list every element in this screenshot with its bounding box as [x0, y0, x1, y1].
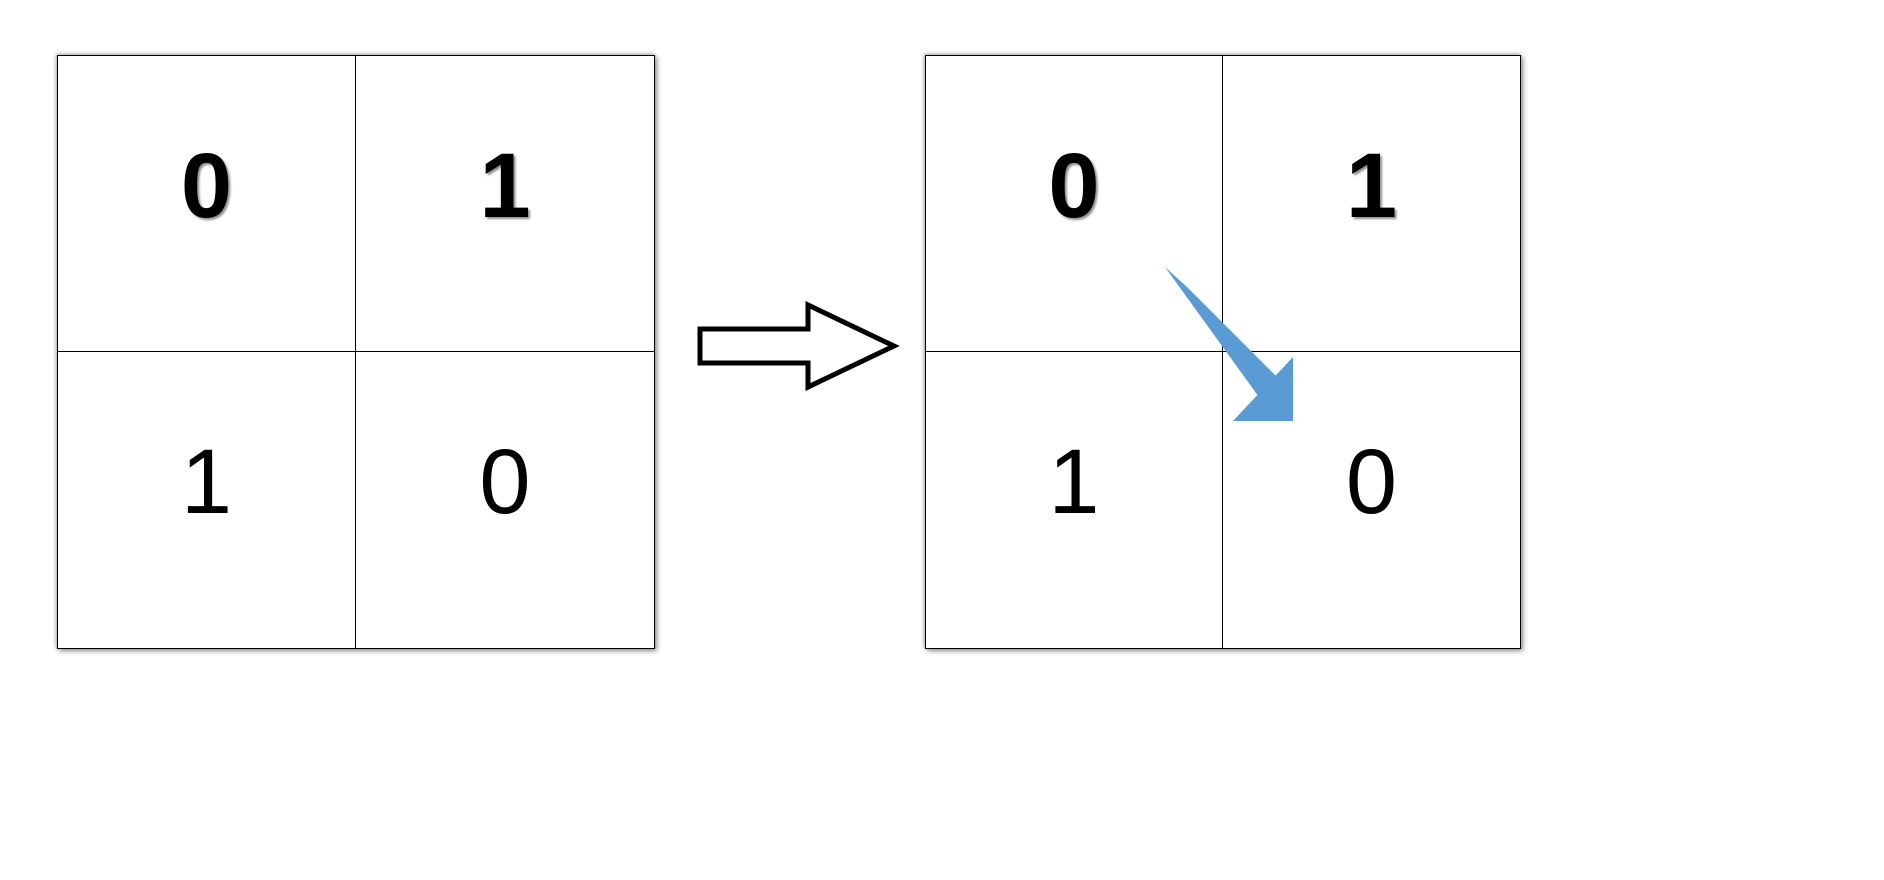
block-arrow-shape: [697, 301, 900, 391]
left-matrix-cell-r1c0: 1: [58, 352, 356, 648]
cell-value: 0: [1345, 431, 1398, 533]
right-matrix-cell-r0c1: 1: [1223, 56, 1520, 352]
cell-value: 1: [1345, 134, 1398, 237]
left-matrix-grid: 0 1 1 0: [57, 55, 655, 649]
right-matrix-grid: 0 1 1 0: [925, 55, 1521, 649]
right-matrix-cell-r1c0: 1: [926, 352, 1223, 648]
cell-value: 0: [180, 134, 233, 237]
left-matrix-cell-r1c1: 0: [356, 352, 654, 648]
left-matrix-cell-r0c0: 0: [58, 56, 356, 352]
cell-value: 1: [479, 134, 531, 237]
right-matrix-cell-r0c0: 0: [926, 56, 1223, 352]
left-matrix-cell-r0c1: 1: [356, 56, 654, 352]
cell-value: 0: [479, 431, 531, 533]
block-arrow-right-icon: [697, 301, 900, 391]
cell-value: 1: [180, 431, 233, 533]
right-matrix-cell-r1c1: 0: [1223, 352, 1520, 648]
cell-value: 0: [1048, 134, 1100, 237]
cell-value: 1: [1048, 431, 1100, 533]
